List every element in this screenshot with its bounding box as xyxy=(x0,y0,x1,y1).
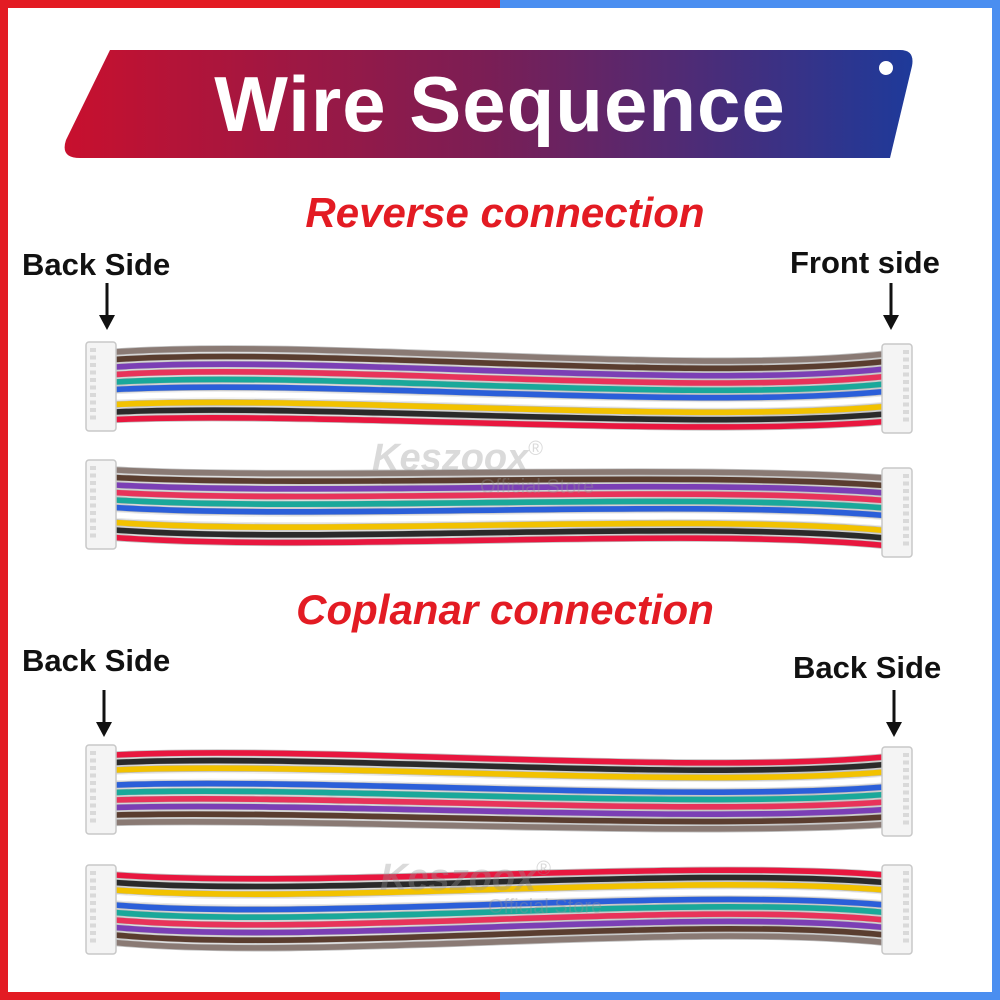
wire-icon xyxy=(112,399,888,416)
coplanar-cable-2 xyxy=(85,864,913,955)
reverse-cable-2 xyxy=(85,459,913,558)
wire-icon xyxy=(112,889,888,905)
right-connector-icon xyxy=(881,746,913,837)
coplanar-cable-1 xyxy=(85,744,913,837)
wire-icon xyxy=(112,353,888,372)
wire-icon xyxy=(112,497,888,511)
wire-icon xyxy=(112,750,888,766)
wire-icon xyxy=(112,519,888,534)
wire-icon xyxy=(112,534,888,549)
left-connector-icon xyxy=(85,459,117,550)
wire-icon xyxy=(112,489,888,504)
wire-icon xyxy=(112,384,888,401)
frame-top-left xyxy=(0,0,500,8)
wire-icon xyxy=(112,346,888,364)
wire-icon xyxy=(112,467,888,481)
reverse-right-label: Front side xyxy=(790,245,940,280)
page-title: Wire Sequence xyxy=(214,60,786,148)
reverse-left-label: Back Side xyxy=(22,247,171,282)
wire-icon xyxy=(112,474,888,489)
coplanar-right-arrow-icon xyxy=(886,690,902,737)
right-connector-icon xyxy=(881,864,913,955)
wire-icon xyxy=(112,392,888,408)
reverse-cable-1 xyxy=(85,341,913,434)
wire-icon xyxy=(112,918,888,936)
wire-icon xyxy=(112,933,888,951)
wire-icon xyxy=(112,504,888,519)
wire-icon xyxy=(112,796,888,810)
wire-icon xyxy=(112,803,888,817)
frame-bottom-left xyxy=(0,992,500,1000)
wire-icon xyxy=(112,414,888,430)
wire-icon xyxy=(112,482,888,496)
reverse-left-arrow-icon xyxy=(99,283,115,330)
right-connector-icon xyxy=(881,343,913,434)
wire-icon xyxy=(112,811,888,825)
left-connector-icon xyxy=(85,864,117,955)
left-connector-icon xyxy=(85,744,117,835)
wire-icon xyxy=(112,780,888,795)
wire-icon xyxy=(112,407,888,423)
wire-icon xyxy=(112,896,888,913)
frame-left xyxy=(0,0,8,1000)
wire-icon xyxy=(112,867,888,882)
wire-icon xyxy=(112,874,888,890)
wire-icon xyxy=(112,512,888,526)
frame-bottom-right xyxy=(500,992,1000,1000)
wire-icon xyxy=(112,882,888,897)
wire-icon xyxy=(112,361,888,379)
frame-right xyxy=(992,0,1000,1000)
coplanar-left-arrow-icon xyxy=(96,690,112,737)
wire-icon xyxy=(112,369,888,386)
title-banner: Wire Sequence xyxy=(0,0,1000,200)
reverse-section-title: Reverse connection xyxy=(305,189,705,236)
wire-icon xyxy=(112,911,888,928)
wire-icon xyxy=(112,788,888,803)
coplanar-left-label: Back Side xyxy=(22,643,171,678)
coplanar-section-title: Coplanar connection xyxy=(296,586,714,633)
frame-top-right xyxy=(500,0,1000,8)
wire-icon xyxy=(112,527,888,541)
wire-icon xyxy=(112,773,888,788)
wire-icon xyxy=(112,757,888,774)
banner-shape xyxy=(64,50,913,158)
wire-icon xyxy=(112,376,888,394)
left-connector-icon xyxy=(85,341,117,432)
wire-icon xyxy=(112,925,888,944)
wire-icon xyxy=(112,765,888,781)
right-connector-icon xyxy=(881,467,913,558)
reverse-right-arrow-icon xyxy=(883,283,899,330)
wire-icon xyxy=(112,903,888,920)
banner-hole-icon xyxy=(879,61,893,75)
coplanar-right-label: Back Side xyxy=(793,650,942,685)
wire-icon xyxy=(112,818,888,832)
